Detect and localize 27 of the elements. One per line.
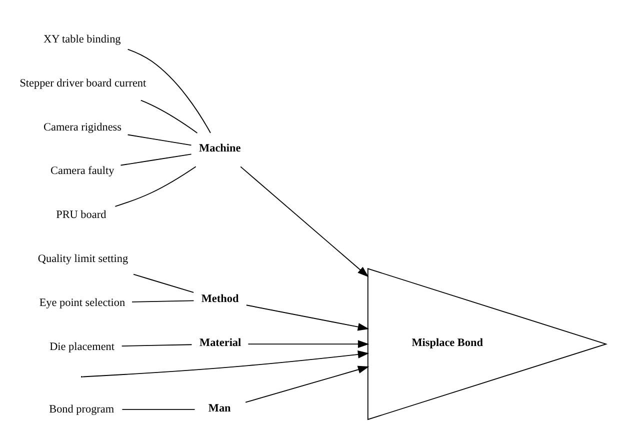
connector (127, 48, 211, 133)
connector (133, 273, 194, 292)
node-text: Camera faulty (50, 164, 114, 177)
connector (122, 408, 196, 410)
node-text: Stepper driver board current (20, 76, 146, 89)
node-text: Camera rigidness (44, 120, 122, 133)
node-text: Quality limit setting (38, 252, 128, 264)
node-text: Machine (199, 142, 241, 154)
node-text: Material (200, 336, 242, 349)
connector (120, 153, 192, 166)
arrow (248, 340, 370, 348)
connector (114, 166, 196, 206)
arrow (240, 166, 369, 277)
connector (121, 344, 192, 346)
node-text: Bond program (49, 402, 114, 415)
connector (140, 99, 198, 133)
arrow (245, 365, 370, 402)
node-text: Method (201, 292, 239, 305)
node-text: Die placement (50, 340, 115, 352)
connector (127, 134, 192, 146)
node-text: Eye point selection (39, 296, 126, 308)
node-text: XY table binding (44, 32, 121, 45)
node-text: PRU board (56, 208, 106, 221)
arrow (82, 350, 370, 377)
node-text: Man (208, 402, 231, 414)
arrow (246, 304, 370, 330)
connector (132, 300, 194, 302)
